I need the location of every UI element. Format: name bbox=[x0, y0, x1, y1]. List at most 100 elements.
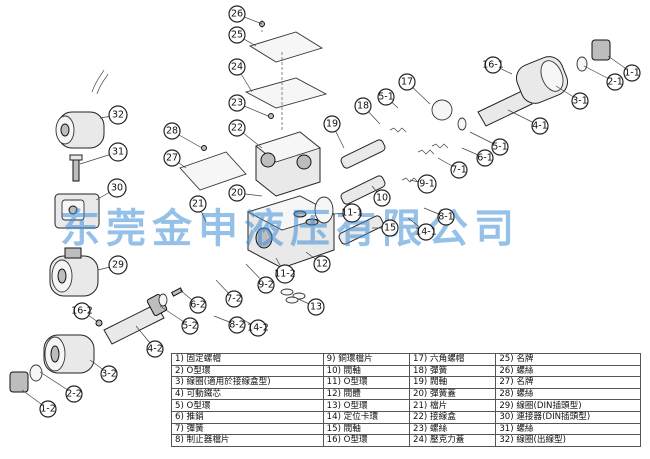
callout-circle bbox=[39, 400, 57, 418]
callout-circle bbox=[275, 264, 295, 284]
legend-cell: 29) 線圈(DIN插頭型) bbox=[495, 399, 641, 412]
legend-cell: 12) 閥體 bbox=[322, 387, 410, 401]
callout-number: 14-2 bbox=[247, 323, 269, 334]
callout-circle bbox=[189, 296, 207, 314]
valve-body bbox=[246, 195, 336, 269]
callout-number: 31 bbox=[112, 147, 124, 158]
legend-cell: 16) O型環 bbox=[322, 434, 410, 447]
callout-12: 12 bbox=[305, 251, 331, 273]
callout-27: 27 bbox=[163, 149, 187, 169]
callout-number: 7-1 bbox=[451, 165, 467, 176]
callout-number: 21 bbox=[192, 199, 204, 210]
callout-1-1: 1-1 bbox=[607, 55, 641, 82]
callout-17: 17 bbox=[398, 73, 431, 105]
left-solenoid-assembly bbox=[9, 287, 184, 393]
nameplate-27 bbox=[179, 151, 247, 191]
nameplate-25 bbox=[248, 31, 324, 63]
callout-11-2: 11-2 bbox=[274, 257, 296, 284]
callout-number: 5-1 bbox=[378, 92, 394, 103]
callout-2-1: 2-1 bbox=[583, 65, 624, 91]
callout-22: 22 bbox=[228, 119, 263, 149]
legend-cell: 15) 閥軸 bbox=[322, 422, 410, 436]
callout-number: 2-2 bbox=[66, 389, 82, 400]
callout-circle bbox=[146, 340, 164, 358]
callout-circle bbox=[398, 73, 416, 91]
callout-30: 30 bbox=[95, 178, 127, 201]
legend-cell: 30) 連接器(DIN插頭型) bbox=[495, 410, 641, 424]
callout-number: 13 bbox=[310, 302, 322, 313]
callout-circle bbox=[381, 219, 399, 237]
callout-number: 26 bbox=[231, 9, 243, 20]
callout-circle bbox=[491, 138, 509, 156]
legend-cell: 23) 螺絲 bbox=[408, 422, 497, 436]
coil-din-type bbox=[49, 247, 99, 297]
callout-circle bbox=[225, 290, 243, 308]
callout-23: 23 bbox=[228, 94, 269, 117]
callout-28: 28 bbox=[163, 122, 203, 149]
callout-number: 4-1 bbox=[532, 121, 548, 132]
callout-circle bbox=[189, 195, 207, 213]
callout-circle bbox=[108, 255, 128, 275]
callout-circle bbox=[249, 319, 267, 337]
callout-circle bbox=[450, 161, 468, 179]
callout-2-2: 2-2 bbox=[39, 371, 83, 403]
callout-18: 18 bbox=[354, 97, 381, 125]
callout-20: 20 bbox=[228, 184, 263, 202]
callout-number: 29 bbox=[112, 260, 124, 271]
legend-cell: 28) 螺絲 bbox=[495, 387, 641, 401]
callout-13: 13 bbox=[295, 297, 325, 316]
callout-9-1: 9-1 bbox=[409, 174, 437, 194]
callout-number: 16-2 bbox=[71, 306, 93, 317]
callout-circle bbox=[476, 149, 494, 167]
callout-14-2: 14-2 bbox=[239, 317, 269, 337]
callout-15: 15 bbox=[372, 219, 399, 237]
callout-7-1: 7-1 bbox=[437, 157, 468, 179]
callout-3-2: 3-2 bbox=[89, 359, 118, 383]
callout-circle bbox=[323, 115, 341, 133]
callout-circle bbox=[373, 189, 391, 207]
callout-7-2: 7-2 bbox=[215, 279, 243, 308]
callout-number: 24 bbox=[231, 62, 243, 73]
callout-number: 3-2 bbox=[101, 369, 117, 380]
callout-circle bbox=[228, 316, 246, 334]
callout-circle bbox=[65, 385, 83, 403]
callout-number: 8-2 bbox=[229, 320, 245, 331]
callout-circle bbox=[313, 255, 331, 273]
callout-number: 28 bbox=[166, 126, 178, 137]
callout-number: 12 bbox=[316, 259, 328, 270]
callout-14-1: 14-1 bbox=[407, 217, 437, 241]
legend-cell: 27) 名牌 bbox=[495, 376, 641, 389]
callout-circle bbox=[108, 142, 128, 162]
callout-5-1: 5-1 bbox=[377, 88, 399, 109]
legend-cell: 24) 壓克力蓋 bbox=[408, 434, 497, 447]
callout-number: 18 bbox=[357, 101, 369, 112]
callout-11-1: 11-1 bbox=[331, 203, 363, 223]
o-rings-13 bbox=[280, 288, 306, 304]
legend-cell: 31) 螺絲 bbox=[495, 422, 641, 436]
legend-cell: 7) 彈簧 bbox=[171, 422, 324, 436]
right-solenoid-assembly bbox=[431, 39, 611, 149]
callout-number: 27 bbox=[166, 153, 178, 164]
callout-6-1: 6-1 bbox=[461, 147, 494, 167]
legend-cell: 10) 閥軸 bbox=[322, 364, 410, 378]
legend-cell: 32) 線圈(出線型) bbox=[495, 434, 641, 447]
callout-number: 32 bbox=[112, 110, 124, 121]
callout-circle bbox=[228, 58, 246, 76]
callout-number: 8-1 bbox=[438, 212, 454, 223]
callout-circle bbox=[417, 174, 437, 194]
callout-number: 20 bbox=[231, 188, 243, 199]
callout-circle bbox=[377, 88, 395, 106]
legend-cell: 3) 線圈(適用於接線盒型) bbox=[171, 376, 324, 389]
callout-number: 2-1 bbox=[607, 77, 623, 88]
callout-circle bbox=[484, 56, 502, 74]
callout-circle bbox=[181, 317, 199, 335]
callout-number: 19 bbox=[326, 119, 338, 130]
callout-5-2: 5-2 bbox=[159, 305, 199, 335]
callout-circle bbox=[228, 94, 246, 112]
